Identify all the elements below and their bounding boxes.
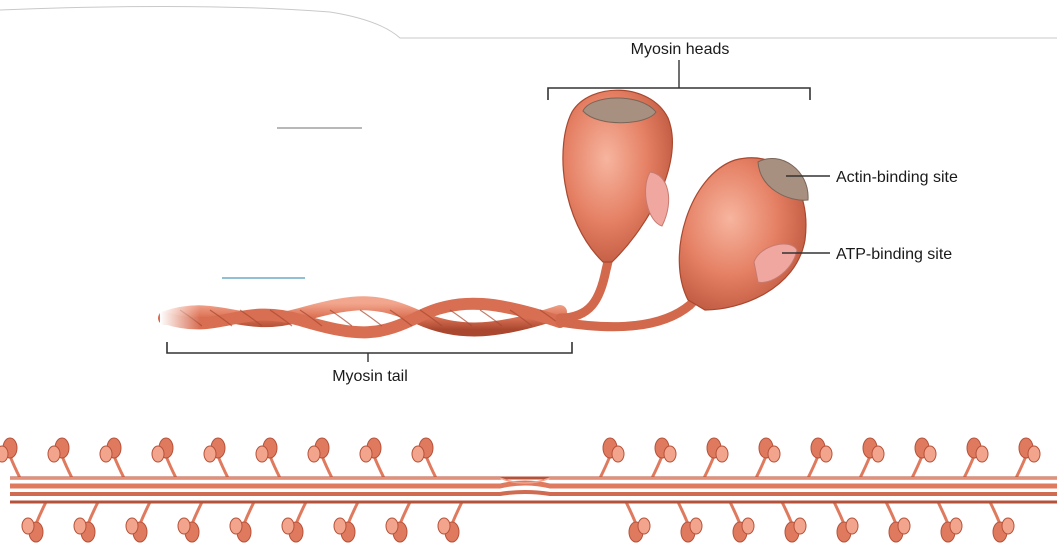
filament-myosin-head [652,438,676,478]
myosin-tail-bracket [167,342,572,362]
filament-myosin-head [256,438,280,478]
filament-myosin-head [990,502,1014,542]
myosin-head-right [679,158,808,310]
filament-myosin-head [152,438,176,478]
filament-myosin-head [412,438,436,478]
filament-myosin-head [386,502,410,542]
thick-filament [0,438,1057,542]
filament-myosin-head [886,502,910,542]
filament-myosin-head [308,438,332,478]
filament-myosin-head [100,438,124,478]
myosin-head-left [563,90,672,262]
filament-myosin-head [912,438,936,478]
filament-myosin-head [22,502,46,542]
filament-myosin-head [678,502,702,542]
myosin-molecule [160,90,808,340]
filament-myosin-head [126,502,150,542]
filament-myosin-head [782,502,806,542]
tail-braid-mark [360,310,382,326]
label-atp-binding-site: ATP-binding site [836,246,952,263]
filament-myosin-head [0,438,20,478]
filament-myosin-head [334,502,358,542]
filament-shaft [10,478,1057,502]
filament-myosin-head [360,438,384,478]
filament-myosin-head [938,502,962,542]
filament-myosin-head [964,438,988,478]
label-actin-binding-site: Actin-binding site [836,169,958,186]
filament-myosin-head [230,502,254,542]
filament-myosin-head [74,502,98,542]
myosin-heads-bracket [548,60,810,100]
filament-myosin-head [730,502,754,542]
label-myosin-tail: Myosin tail [332,368,408,385]
filament-myosin-head [204,438,228,478]
filament-myosin-head [600,438,624,478]
top-frame-line [0,6,1057,38]
filament-myosin-head [178,502,202,542]
filament-myosin-head [704,438,728,478]
label-myosin-heads: Myosin heads [631,41,730,58]
filament-myosin-head [756,438,780,478]
filament-myosin-head [834,502,858,542]
myosin-tail [160,295,562,340]
filament-myosin-head [1016,438,1040,478]
filament-myosin-head [808,438,832,478]
filament-myosin-head [438,502,462,542]
filament-myosin-head [48,438,72,478]
filament-myosin-head [282,502,306,542]
filament-myosin-head [626,502,650,542]
filament-myosin-head [860,438,884,478]
